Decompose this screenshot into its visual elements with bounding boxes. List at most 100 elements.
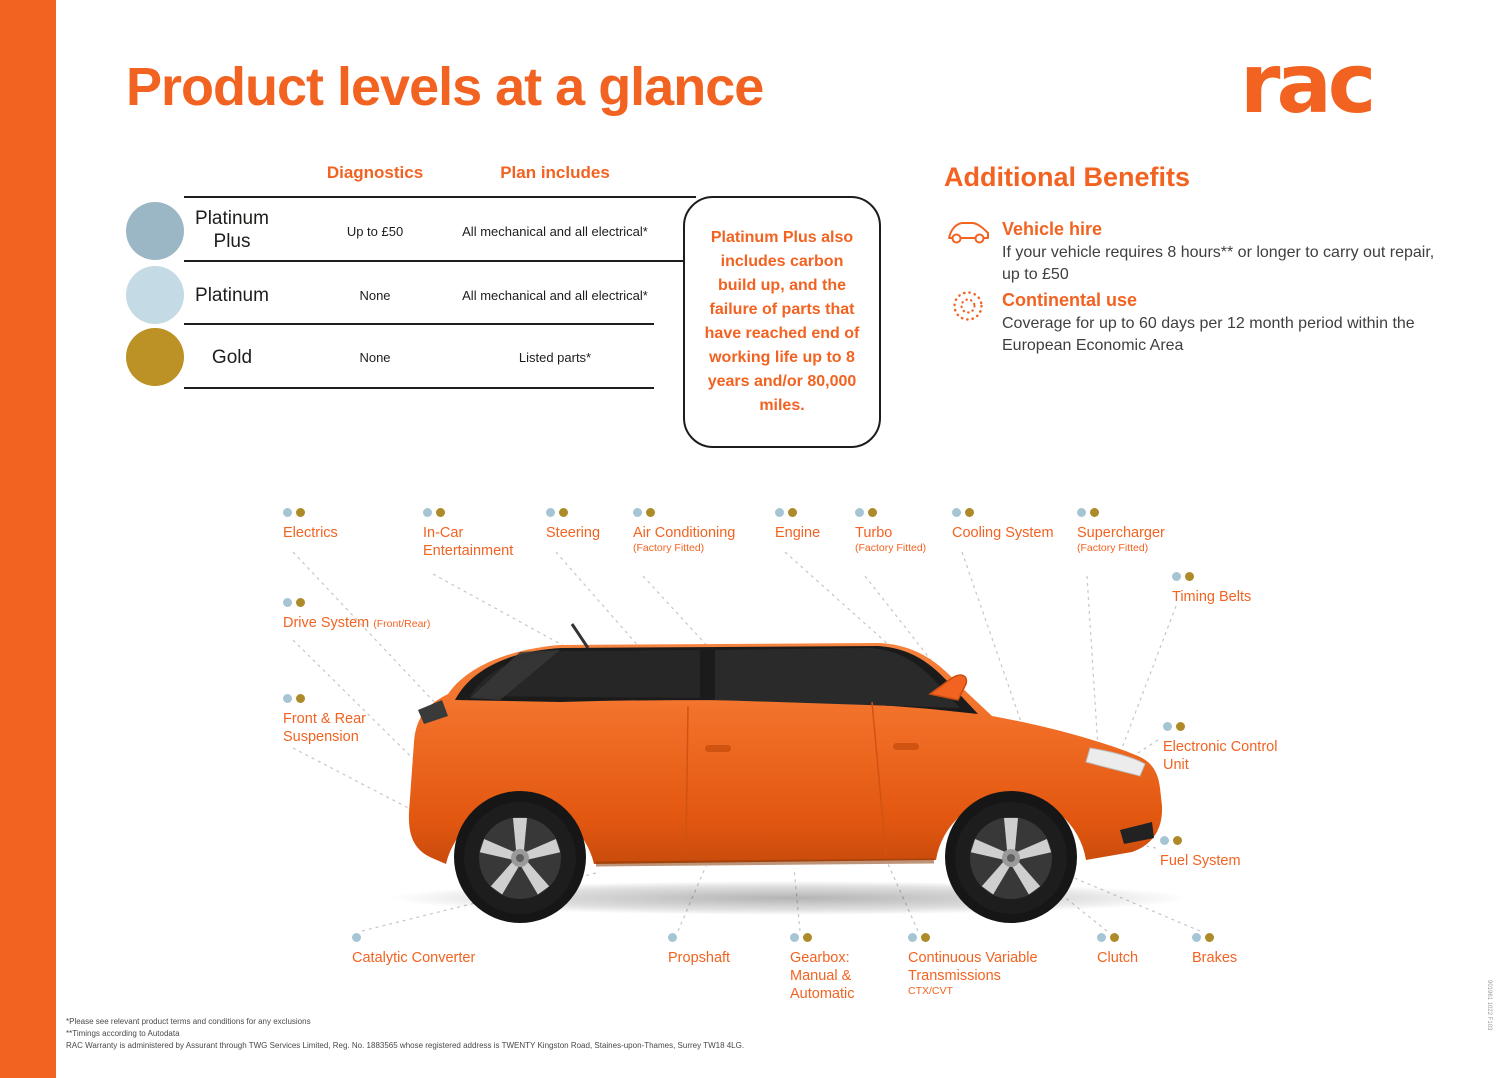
- coverage-dots: [1172, 572, 1272, 581]
- platinum-dot: [1160, 836, 1169, 845]
- coverage-dots: [1160, 836, 1260, 845]
- part-label-text: Turbo: [855, 525, 893, 541]
- coverage-dots: [908, 933, 1053, 942]
- footer-small-print: *Please see relevant product terms and c…: [66, 1016, 744, 1052]
- footnote-legal: RAC Warranty is administered by Assurant…: [66, 1041, 745, 1050]
- part-label-text: Fuel System: [1160, 853, 1241, 869]
- part-label-electrics: Electrics: [283, 508, 373, 542]
- rac-logo-text: rac: [1240, 40, 1372, 130]
- row-name-platinum-plus: Platinum Plus: [195, 208, 269, 252]
- table-divider: [184, 323, 654, 325]
- part-label-sub: (Factory Fitted): [855, 542, 927, 555]
- platinum-dot: [908, 933, 917, 942]
- gold-dot: [436, 508, 445, 517]
- page-title: Product levels at a glance: [126, 57, 764, 117]
- part-label-catalytic-converter: Catalytic Converter: [352, 933, 502, 967]
- part-label-text: Cooling System: [952, 525, 1054, 541]
- gold-dot: [868, 508, 877, 517]
- platinum-dot: [283, 598, 292, 607]
- platinum-dot: [1077, 508, 1086, 517]
- benefits-title: Additional Benefits: [944, 162, 1191, 192]
- platinum-dot: [1097, 933, 1106, 942]
- gold-dot: [1205, 933, 1214, 942]
- part-label-text: Electrics: [283, 525, 338, 541]
- platinum-dot: [790, 933, 799, 942]
- part-label-text: Electronic Control Unit: [1163, 739, 1278, 774]
- gold-dot: [296, 598, 305, 607]
- part-label-text: Propshaft: [668, 950, 731, 966]
- table-divider: [184, 260, 683, 262]
- benefit-text-continental-use: Coverage for up to 60 days per 12 month …: [1002, 315, 1415, 354]
- part-label-text: Front & Rear Suspension: [283, 711, 366, 746]
- part-label-text: Timing Belts: [1172, 589, 1252, 605]
- gold-dot: [559, 508, 568, 517]
- coverage-dots: [283, 598, 473, 607]
- print-reference-code: 901961 1022 F103: [1486, 980, 1492, 1031]
- coverage-dots: [1192, 933, 1262, 942]
- part-label-sub: CTX/CVT: [908, 985, 953, 998]
- part-label-steering: Steering: [546, 508, 626, 542]
- platinum-dot: [952, 508, 961, 517]
- footnote-exclusions: *Please see relevant product terms and c…: [66, 1017, 311, 1026]
- plan-platinum-plus: All mechanical and all electrical*: [462, 224, 648, 239]
- part-label-supercharger: Supercharger (Factory Fitted): [1077, 508, 1182, 555]
- coverage-dots: [283, 508, 373, 517]
- coverage-dots: [423, 508, 533, 517]
- coverage-dots: [790, 933, 875, 942]
- part-label-text: Drive System: [283, 615, 370, 631]
- part-label-text: Gearbox: Manual & Automatic: [790, 950, 855, 1003]
- gold-dot: [921, 933, 930, 942]
- part-label-timing-belts: Timing Belts: [1172, 572, 1272, 606]
- part-label-text: Engine: [775, 525, 821, 541]
- coverage-dots: [633, 508, 758, 517]
- table-divider: [184, 196, 696, 198]
- platinum-dot: [283, 508, 292, 517]
- benefit-text-vehicle-hire: If your vehicle requires 8 hours** or lo…: [1002, 244, 1435, 283]
- coverage-dots: [352, 933, 502, 942]
- platinum-plus-callout-text: Platinum Plus also includes carbon build…: [704, 229, 860, 414]
- gold-dot: [1090, 508, 1099, 517]
- part-label-sub: (Factory Fitted): [1077, 542, 1149, 555]
- part-label-propshaft: Propshaft: [668, 933, 758, 967]
- platinum-dot: [546, 508, 555, 517]
- part-label-text: Steering: [546, 525, 601, 541]
- platinum-swatch: [126, 266, 184, 324]
- part-label-text: Continuous Variable Transmissions: [908, 950, 1038, 985]
- gold-dot: [803, 933, 812, 942]
- gold-dot: [1176, 722, 1185, 731]
- part-label-turbo: Turbo (Factory Fitted): [855, 508, 945, 555]
- diagnostics-platinum-plus: Up to £50: [346, 224, 404, 239]
- diagnostics-platinum: None: [359, 288, 391, 303]
- platinum-dot: [668, 933, 677, 942]
- coverage-dots: [1077, 508, 1182, 517]
- platinum-dot: [352, 933, 361, 942]
- car-illustration: [390, 623, 1190, 923]
- part-label-engine: Engine: [775, 508, 845, 542]
- part-label-text: Catalytic Converter: [352, 950, 476, 966]
- part-label-cooling-system: Cooling System: [952, 508, 1072, 542]
- part-label-text: Air Conditioning: [633, 525, 736, 541]
- benefit-title-vehicle-hire: Vehicle hire: [1002, 219, 1103, 239]
- coverage-dots: [775, 508, 845, 517]
- platinum-dot: [1163, 722, 1172, 731]
- continental-use-icon: [950, 288, 986, 329]
- platinum-dot: [855, 508, 864, 517]
- coverage-dots: [1097, 933, 1167, 942]
- gold-dot: [646, 508, 655, 517]
- rac-logo: rac: [1240, 37, 1440, 135]
- part-label-text: Clutch: [1097, 950, 1139, 966]
- platinum-dot: [423, 508, 432, 517]
- gold-dot: [1173, 836, 1182, 845]
- part-label-text: Brakes: [1192, 950, 1238, 966]
- platinum-dot: [633, 508, 642, 517]
- part-label-brakes: Brakes: [1192, 933, 1262, 967]
- part-label-clutch: Clutch: [1097, 933, 1167, 967]
- left-accent-bar: [0, 0, 56, 1078]
- column-header-plan-includes: Plan includes: [500, 163, 610, 182]
- part-label-in-car-entertainment: In-Car Entertainment: [423, 508, 533, 560]
- benefit-title-continental-use: Continental use: [1002, 290, 1138, 310]
- gold-dot: [1110, 933, 1119, 942]
- part-label-front-rear-suspension: Front & Rear Suspension: [283, 694, 383, 746]
- gold-dot: [965, 508, 974, 517]
- coverage-dots: [668, 933, 758, 942]
